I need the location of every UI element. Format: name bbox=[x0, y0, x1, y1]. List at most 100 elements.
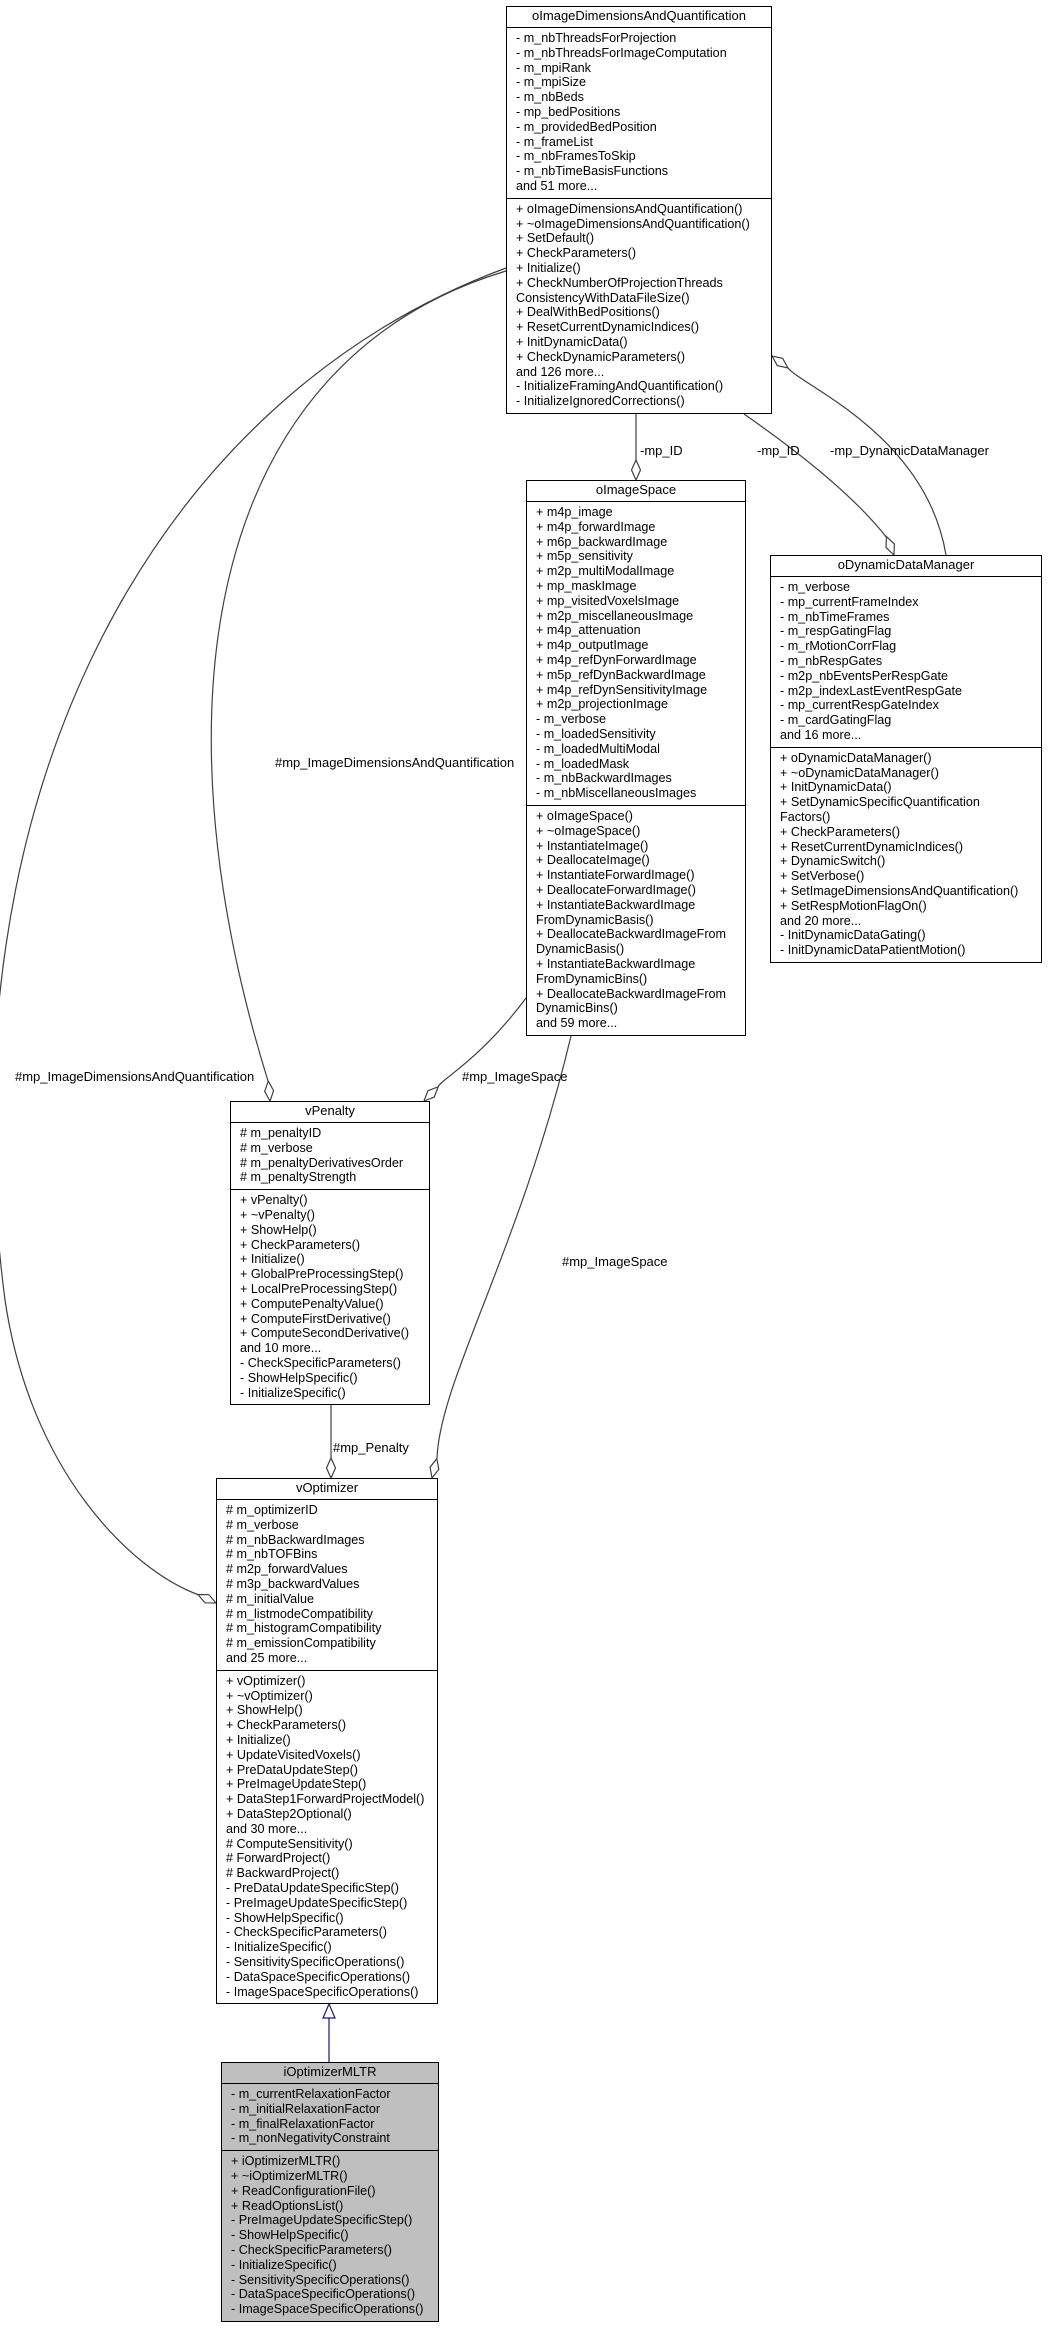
method-line: FromDynamicBasis() bbox=[536, 912, 654, 927]
method-line: + ResetCurrentDynamicIndices() bbox=[516, 320, 700, 335]
attribute-line: - m2p_nbEventsPerRespGate bbox=[780, 668, 949, 683]
attribute-line: - mp_currentRespGateIndex bbox=[780, 698, 939, 713]
method-line: and 20 more... bbox=[780, 913, 862, 928]
class-vOptimizer[interactable]: vOptimizer # m_optimizerID# m_verbose# m… bbox=[216, 1478, 438, 2005]
method-line: - CheckSpecificParameters() bbox=[226, 1925, 387, 1940]
edge-label-id-to-imagespace: -mp_ID bbox=[640, 443, 683, 458]
attribute-line: + m6p_backwardImage bbox=[536, 534, 668, 549]
attribute-line: - m_providedBedPosition bbox=[516, 119, 657, 134]
method-line: - DataSpaceSpecificOperations() bbox=[231, 2287, 416, 2302]
method-line: - PreDataUpdateSpecificStep() bbox=[226, 1880, 399, 1895]
inheritance-arrow-icon bbox=[322, 2002, 336, 2019]
attribute-line: - m_nbThreadsForImageComputation bbox=[516, 45, 727, 60]
class-oDynamicDataManager[interactable]: oDynamicDataManager - m_verbose- mp_curr… bbox=[770, 555, 1042, 963]
method-line: - InitializeSpecific() bbox=[231, 2257, 337, 2272]
class-oImageDimensionsAndQuantification[interactable]: oImageDimensionsAndQuantification - m_nb… bbox=[506, 6, 772, 414]
method-line: + Initialize() bbox=[516, 260, 581, 275]
method-line: # ForwardProject() bbox=[226, 1851, 331, 1866]
method-line: and 126 more... bbox=[516, 364, 605, 379]
method-line: + DeallocateBackwardImageFrom bbox=[536, 927, 727, 942]
method-line: + ResetCurrentDynamicIndices() bbox=[780, 839, 964, 854]
method-line: + SetDefault() bbox=[516, 231, 595, 246]
method-line: - ImageSpaceSpecificOperations() bbox=[231, 2302, 424, 2317]
method-line: + Initialize() bbox=[240, 1252, 305, 1267]
method-line: + ~iOptimizerMLTR() bbox=[231, 2168, 348, 2183]
attribute-line: + m4p_attenuation bbox=[536, 623, 641, 638]
attributes-section: # m_optimizerID# m_verbose# m_nbBackward… bbox=[217, 1500, 437, 1670]
method-line: + CheckDynamicParameters() bbox=[516, 349, 686, 364]
attribute-line: - m_rMotionCorrFlag bbox=[780, 639, 897, 654]
method-line: - InitializeSpecific() bbox=[226, 1940, 332, 1955]
attributes-section: + m4p_image+ m4p_forwardImage+ m6p_backw… bbox=[527, 502, 745, 805]
attribute-line: # m_histogramCompatibility bbox=[226, 1621, 382, 1636]
method-line: + SetRespMotionFlagOn() bbox=[780, 898, 927, 913]
aggregation-diamond-icon bbox=[196, 1593, 218, 1604]
attribute-line: - m_verbose bbox=[780, 580, 850, 594]
edge-imagespace-to-penalty bbox=[437, 997, 527, 1088]
method-line: and 10 more... bbox=[240, 1341, 322, 1356]
method-line: + InitDynamicData() bbox=[780, 780, 892, 795]
attribute-line: + m2p_projectionImage bbox=[536, 697, 668, 712]
method-line: + PreDataUpdateStep() bbox=[226, 1762, 358, 1777]
edge-id-to-penalty bbox=[210, 270, 507, 1082]
attribute-line: # m_verbose bbox=[240, 1140, 313, 1155]
attribute-line: - m_mpiRank bbox=[516, 60, 591, 75]
attribute-line: - m_nbTimeFrames bbox=[780, 609, 890, 624]
method-line: + GlobalPreProcessingStep() bbox=[240, 1267, 404, 1282]
method-line: + ~oDynamicDataManager() bbox=[780, 765, 939, 780]
method-line: + LocalPreProcessingStep() bbox=[240, 1281, 398, 1296]
attribute-line: - m2p_indexLastEventRespGate bbox=[780, 683, 963, 698]
method-line: + CheckParameters() bbox=[226, 1718, 347, 1733]
attribute-line: + mp_maskImage bbox=[536, 578, 637, 593]
method-line: + oImageSpace() bbox=[536, 808, 633, 823]
attribute-line: + m2p_miscellaneousImage bbox=[536, 608, 694, 623]
method-line: + CheckNumberOfProjectionThreads bbox=[516, 275, 723, 290]
attribute-line: # m_penaltyID bbox=[240, 1126, 322, 1140]
method-line: + oImageDimensionsAndQuantification() bbox=[516, 201, 743, 216]
class-title: iOptimizerMLTR bbox=[222, 2063, 438, 2084]
method-line: + DeallocateBackwardImageFrom bbox=[536, 986, 727, 1001]
class-oImageSpace[interactable]: oImageSpace + m4p_image+ m4p_forwardImag… bbox=[526, 480, 746, 1036]
attribute-line: - m_nbRespGates bbox=[780, 653, 883, 668]
method-line: - ImageSpaceSpecificOperations() bbox=[226, 1984, 419, 1999]
method-line: + ComputePenaltyValue() bbox=[240, 1296, 384, 1311]
method-line: + UpdateVisitedVoxels() bbox=[226, 1747, 361, 1762]
edge-label-imagespace-to-optimizer: #mp_ImageSpace bbox=[562, 1254, 668, 1269]
attribute-line: + m4p_image bbox=[536, 505, 613, 519]
aggregation-diamond-icon bbox=[429, 1457, 440, 1480]
attributes-section: - m_verbose- mp_currentFrameIndex- m_nbT… bbox=[771, 577, 1041, 747]
attribute-line: - m_finalRelaxationFactor bbox=[231, 2116, 375, 2131]
aggregation-diamond-icon bbox=[770, 355, 790, 369]
attribute-line: + m4p_refDynSensitivityImage bbox=[536, 682, 708, 697]
method-line: - InitDynamicDataPatientMotion() bbox=[780, 943, 966, 958]
method-line: + vOptimizer() bbox=[226, 1673, 306, 1688]
attribute-line: - mp_currentFrameIndex bbox=[780, 594, 919, 609]
attribute-line: and 25 more... bbox=[226, 1650, 308, 1665]
methods-section: + oImageSpace()+ ~oImageSpace()+ Instant… bbox=[527, 804, 745, 1035]
attribute-line: + m5p_sensitivity bbox=[536, 549, 633, 564]
method-line: - InitDynamicDataGating() bbox=[780, 928, 926, 943]
attribute-line: - m_initialRelaxationFactor bbox=[231, 2101, 381, 2116]
method-line: + ~oImageSpace() bbox=[536, 823, 641, 838]
method-line: + ReadConfigurationFile() bbox=[231, 2183, 376, 2198]
edge-label-id-to-dynamic: -mp_ID bbox=[757, 443, 800, 458]
attribute-line: # m_listmodeCompatibility bbox=[226, 1606, 373, 1621]
method-line: - InitializeSpecific() bbox=[240, 1385, 346, 1400]
class-iOptimizerMLTR[interactable]: iOptimizerMLTR - m_currentRelaxationFact… bbox=[221, 2062, 439, 2322]
methods-section: + oImageDimensionsAndQuantification()+ ~… bbox=[507, 197, 771, 413]
method-line: + ComputeFirstDerivative() bbox=[240, 1311, 391, 1326]
edge-label-dynamic-to-id: -mp_DynamicDataManager bbox=[830, 443, 989, 458]
method-line: - DataSpaceSpecificOperations() bbox=[226, 1969, 411, 1984]
attribute-line: + m4p_outputImage bbox=[536, 638, 649, 653]
attributes-section: - m_nbThreadsForProjection- m_nbThreadsF… bbox=[507, 28, 771, 198]
attribute-line: and 16 more... bbox=[780, 727, 862, 742]
methods-section: + iOptimizerMLTR()+ ~iOptimizerMLTR()+ R… bbox=[222, 2150, 438, 2321]
class-vPenalty[interactable]: vPenalty # m_penaltyID# m_verbose# m_pen… bbox=[230, 1101, 430, 1406]
method-line: + CheckParameters() bbox=[516, 246, 637, 261]
method-line: + iOptimizerMLTR() bbox=[231, 2154, 341, 2169]
class-title: oImageDimensionsAndQuantification bbox=[507, 7, 771, 28]
attribute-line: - m_frameList bbox=[516, 134, 593, 149]
method-line: - InitializeFramingAndQuantification() bbox=[516, 379, 724, 394]
attribute-line: - m_respGatingFlag bbox=[780, 624, 892, 639]
